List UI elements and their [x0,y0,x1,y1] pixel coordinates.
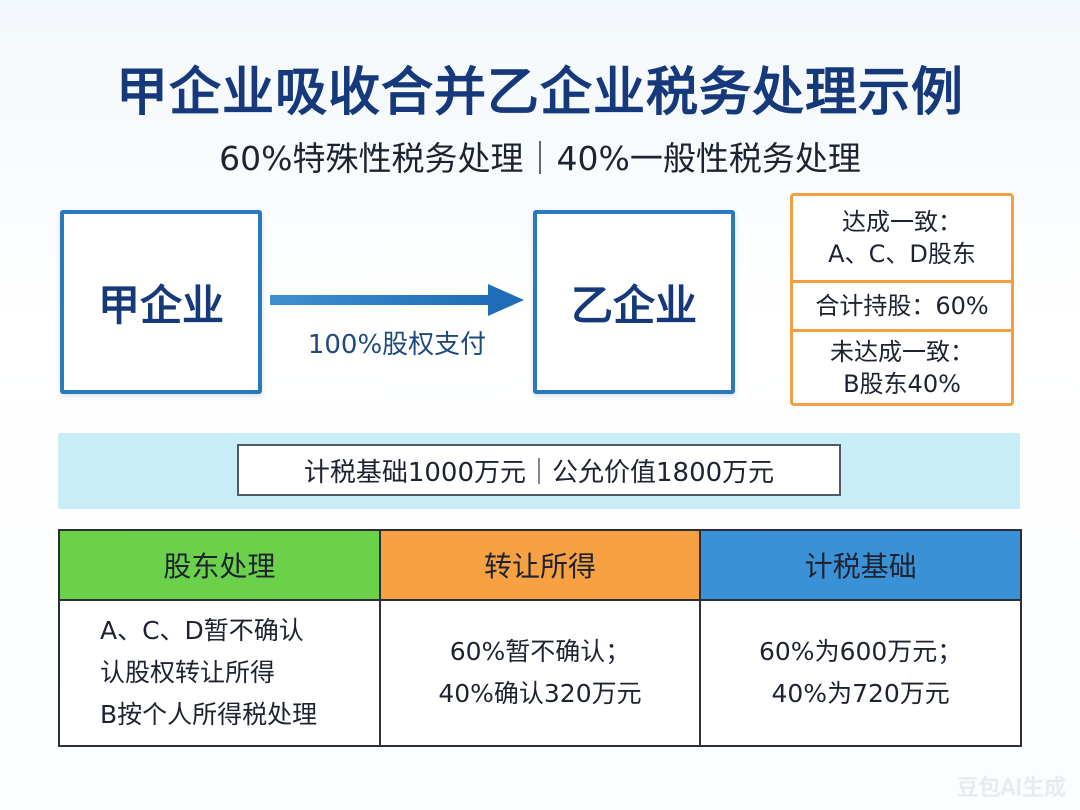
payment-label: 100%股权支付 [307,330,487,360]
acquirer-box: 甲企业 [60,210,262,394]
header-tax-basis: 计税基础 [699,529,1022,601]
disagree-value: B股东40% [843,369,961,398]
agree-cell: 达成一致： A、C、D股东 [793,196,1011,280]
page-title: 甲企业吸收合并乙企业税务处理示例 [115,63,964,123]
table-row: A、C、D暂不确认 认股权转让所得 B按个人所得税处理 60%暂不确认； 40%… [58,599,1022,747]
transfer-arrow [270,284,524,316]
target-box: 乙企业 [533,210,735,394]
total-value: 合计持股：60% [815,292,989,320]
page-subtitle: 60%特殊性税务处理｜40%一般性税务处理 [219,139,861,178]
cell-transfer-gain: 60%暂不确认； 40%确认320万元 [378,599,702,747]
watermark: 豆包AI生成 [956,776,1066,801]
cell-tax-basis: 60%为600万元； 40%为720万元 [699,599,1022,747]
tax-table: 股东处理 转让所得 计税基础 A、C、D暂不确认 认股权转让所得 B按个人所得税… [58,529,1022,747]
cell-line: 40%为720万元 [771,679,950,708]
disagree-cell: 未达成一致： B股东40% [793,329,1011,403]
cell-line: A、C、D暂不确认 [100,616,304,645]
cell-line: 认股权转让所得 [100,658,276,687]
basis-box: 计税基础1000万元｜公允价值1800万元 [237,444,841,496]
total-cell: 合计持股：60% [793,280,1011,329]
header-shareholder: 股东处理 [58,529,381,601]
table-header-row: 股东处理 转让所得 计税基础 [58,529,1022,601]
agree-value: A、C、D股东 [828,240,976,268]
header-transfer-gain: 转让所得 [378,529,702,601]
cell-shareholder: A、C、D暂不确认 认股权转让所得 B按个人所得税处理 [58,599,381,747]
cell-line: B按个人所得税处理 [100,700,318,729]
shareholders-box: 达成一致： A、C、D股东 合计持股：60% 未达成一致： B股东40% [790,193,1014,406]
cell-line: 40%确认320万元 [438,679,642,708]
disagree-label: 未达成一致： [830,337,974,366]
cell-line: 60%为600万元； [759,637,963,666]
agree-label: 达成一致： [842,208,962,236]
cell-line: 60%暂不确认； [449,637,631,666]
